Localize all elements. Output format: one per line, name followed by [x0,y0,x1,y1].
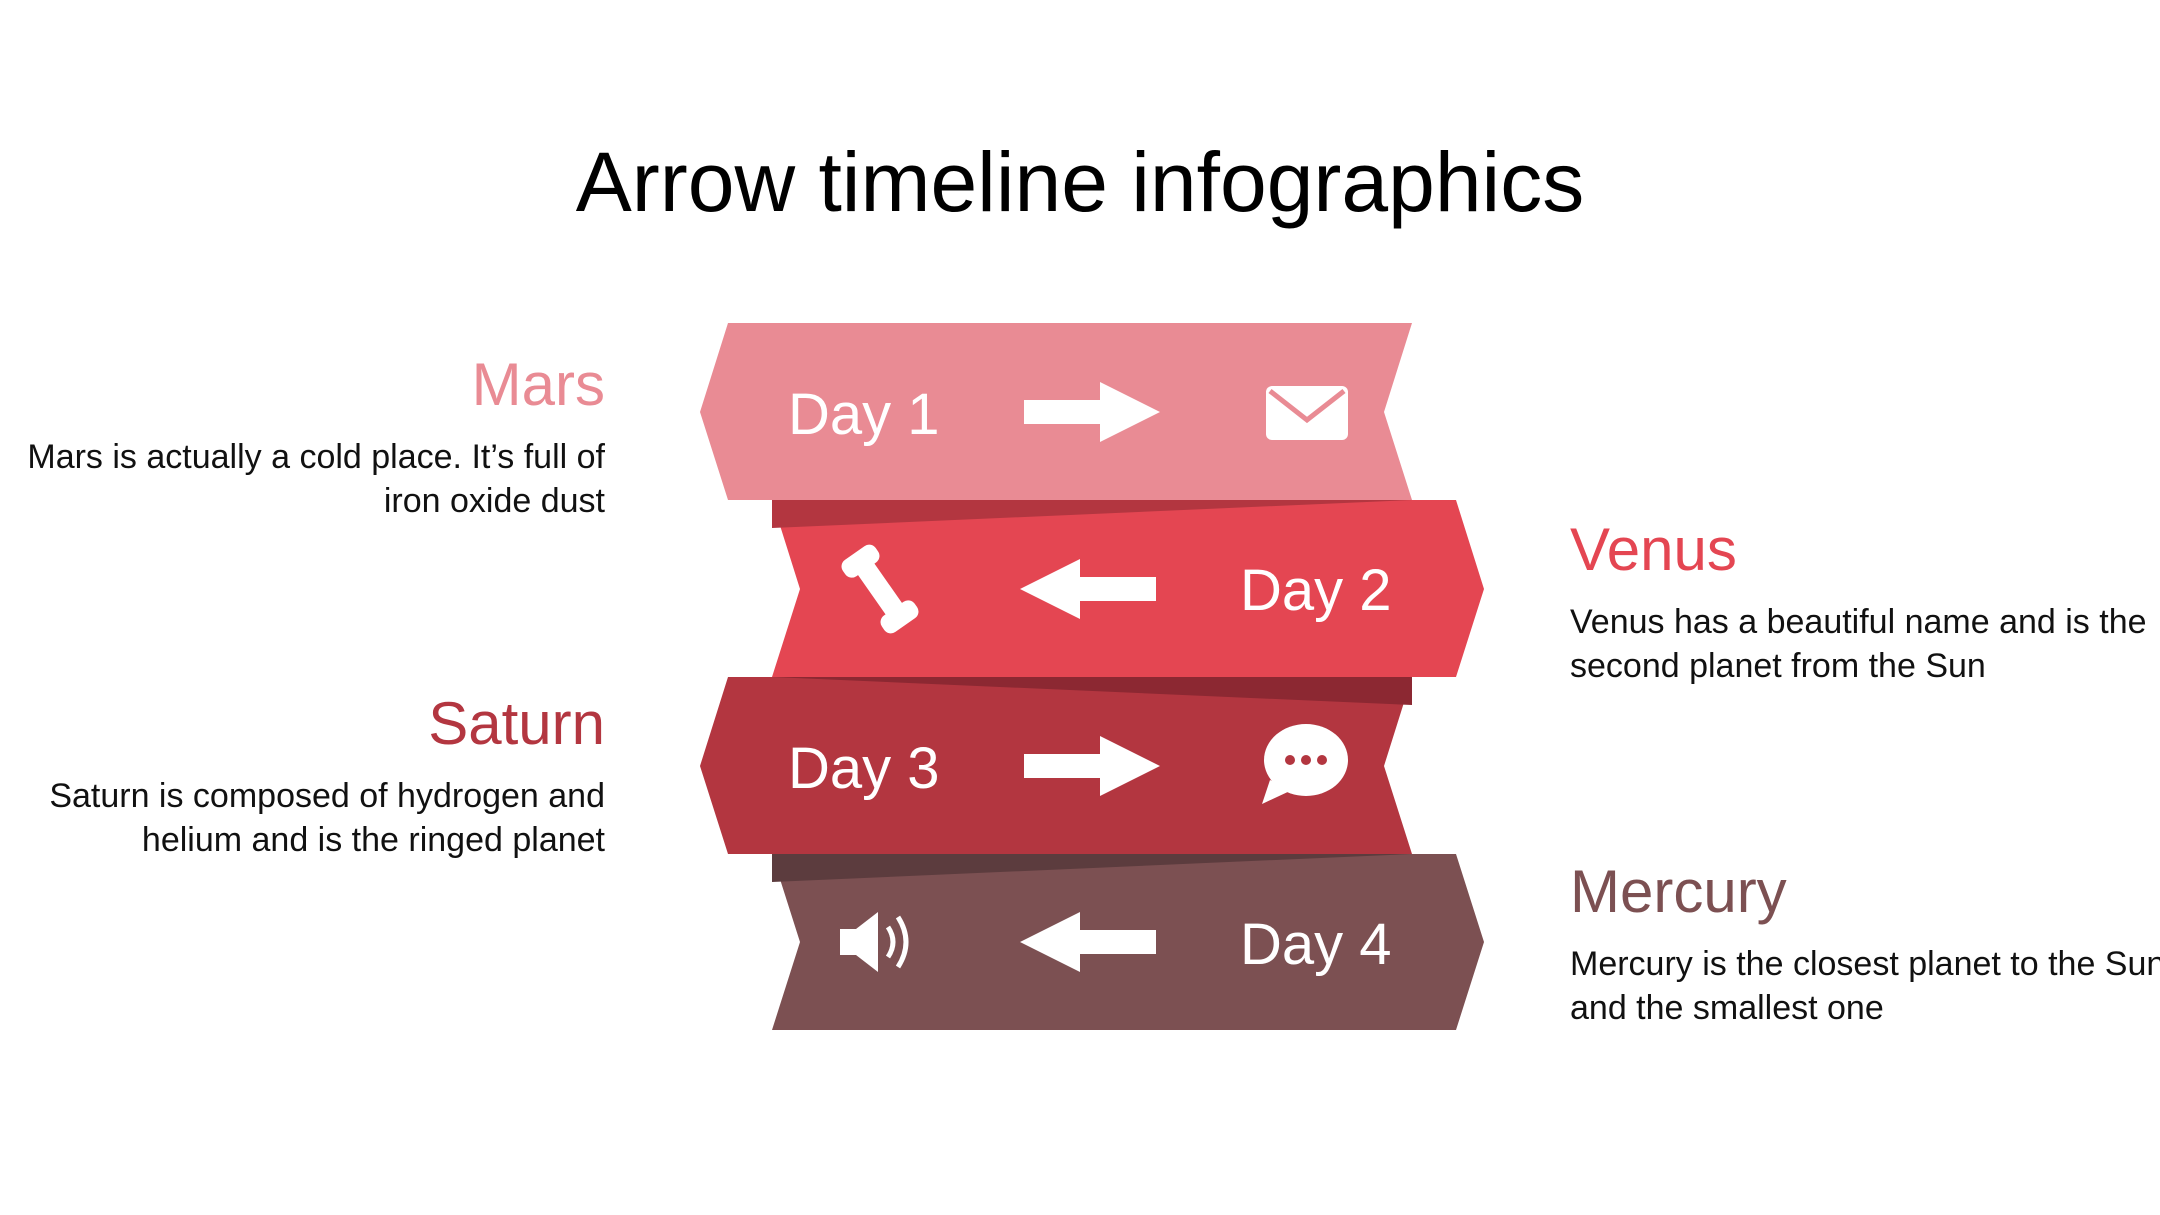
arrow-right-icon [1024,382,1160,442]
step-3-fold-shadow [772,677,1412,705]
step-2-fold-shadow [772,500,1412,528]
step-3-day-label: Day 3 [788,736,940,801]
step-2-day-label: Day 2 [1240,558,1392,623]
chat-bubble-icon [1262,724,1348,804]
phone-icon [841,544,919,634]
saturn-heading: Saturn [428,690,605,757]
mercury-description: Mercury is the closest planet to the Sun… [1570,945,2160,1027]
mercury-heading: Mercury [1570,858,1787,925]
arrow-left-icon [1020,559,1156,619]
venus-heading: Venus [1570,516,1737,583]
timeline-step-2: Day 2 [772,500,1484,677]
venus-description: Venus has a beautiful name and is the se… [1570,603,2147,685]
step-4-fold-shadow [772,854,1412,882]
timeline-step-3: Day 3 [700,677,1412,854]
mars-description: Mars is actually a cold place. It’s full… [27,438,605,520]
page-title: Arrow timeline infographics [575,135,1585,229]
timeline-step-4: Day 4 [772,854,1484,1030]
timeline-step-1: Day 1 [700,323,1412,500]
step-1-day-label: Day 1 [788,382,940,447]
venus-block: Venus Venus has a beautiful name and is … [1570,520,2160,688]
mars-heading: Mars [471,351,605,418]
envelope-icon [1266,386,1348,440]
mars-block: Mars Mars is actually a cold place. It’s… [5,355,605,523]
arrow-left-icon [1020,912,1156,972]
mercury-block: Mercury Mercury is the closest planet to… [1570,862,2160,1030]
speaker-icon [840,912,909,972]
saturn-block: Saturn Saturn is composed of hydrogen an… [5,694,605,862]
step-4-day-label: Day 4 [1240,912,1392,977]
saturn-description: Saturn is composed of hydrogen and heliu… [49,777,605,859]
arrow-right-icon [1024,736,1160,796]
